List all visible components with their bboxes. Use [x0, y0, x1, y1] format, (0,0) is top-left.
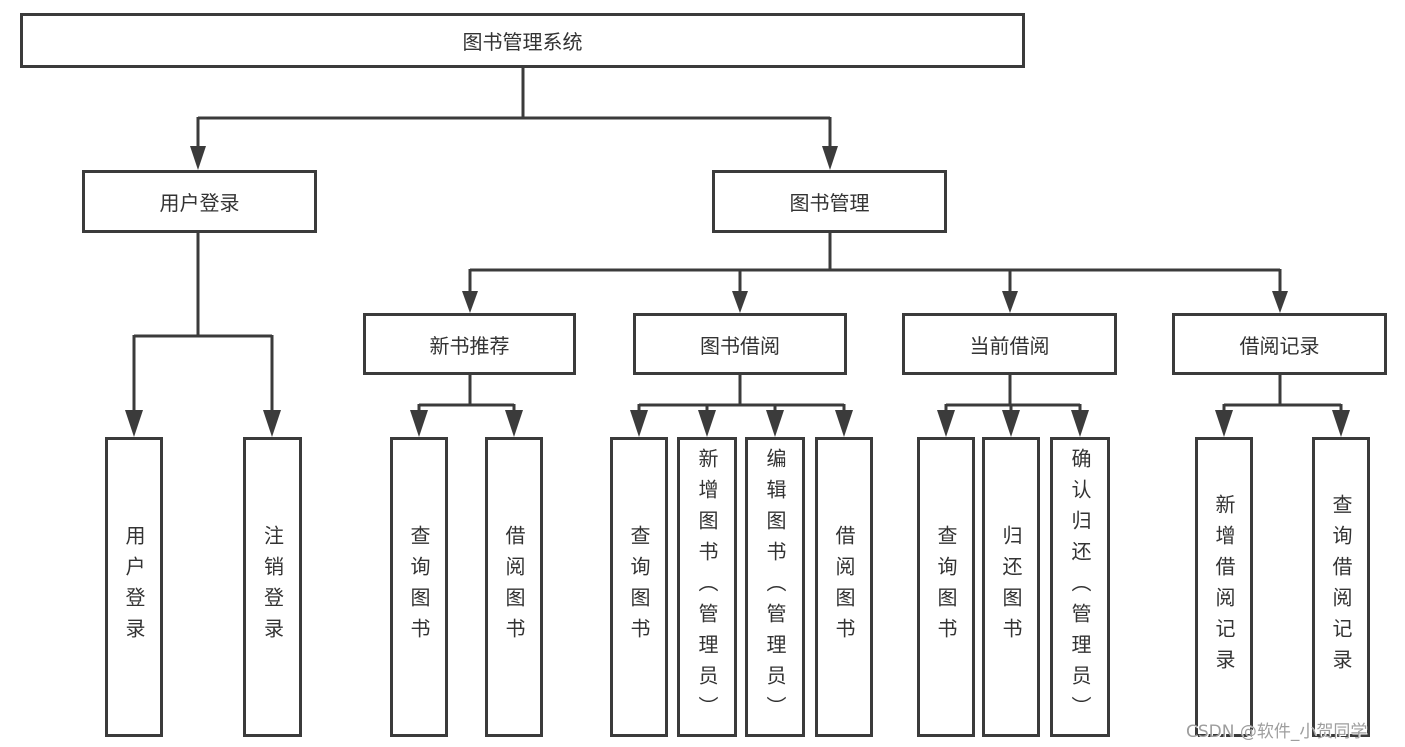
node-leaf-query-books-borrow: 查询图书: [610, 437, 668, 737]
node-user-login: 用户登录: [82, 170, 317, 233]
node-leaf-borrow-books: 借阅图书: [815, 437, 873, 737]
leaf-label: 查询图书: [934, 525, 958, 649]
node-book-borrowing: 图书借阅: [633, 313, 847, 375]
node-current-borrowing: 当前借阅: [902, 313, 1117, 375]
node-leaf-add-books-admin: 新增图书（管理员）: [677, 437, 737, 737]
leaf-label: 编辑图书（管理员）: [763, 447, 787, 727]
leaf-label: 归还图书: [999, 525, 1023, 649]
node-root-library-system: 图书管理系统: [20, 13, 1025, 68]
node-borrowing-records: 借阅记录: [1172, 313, 1387, 375]
leaf-label: 用户登录: [122, 525, 146, 649]
node-leaf-confirm-return-admin: 确认归还（管理员）: [1050, 437, 1110, 737]
node-leaf-query-books-current: 查询图书: [917, 437, 975, 737]
leaf-label: 查询借阅记录: [1329, 494, 1353, 680]
leaf-label: 借阅图书: [502, 525, 526, 649]
node-leaf-add-borrow-record: 新增借阅记录: [1195, 437, 1253, 737]
node-leaf-return-books: 归还图书: [982, 437, 1040, 737]
leaf-label: 注销登录: [260, 525, 285, 649]
node-new-book-recommendation: 新书推荐: [363, 313, 576, 375]
node-book-management: 图书管理: [712, 170, 947, 233]
leaf-label: 借阅图书: [832, 525, 856, 649]
node-leaf-edit-books-admin: 编辑图书（管理员）: [745, 437, 805, 737]
node-leaf-logout: 注销登录: [243, 437, 302, 737]
leaf-label: 确认归还（管理员）: [1068, 447, 1092, 727]
node-leaf-borrow-books-rec: 借阅图书: [485, 437, 543, 737]
leaf-label: 新增借阅记录: [1212, 494, 1236, 680]
leaf-label: 查询图书: [407, 525, 431, 649]
node-leaf-query-books-rec: 查询图书: [390, 437, 448, 737]
csdn-watermark: CSDN @软件_小贺同学: [1186, 722, 1368, 742]
node-leaf-user-login: 用户登录: [105, 437, 163, 737]
leaf-label: 新增图书（管理员）: [695, 447, 719, 727]
node-leaf-query-borrow-record: 查询借阅记录: [1312, 437, 1370, 737]
leaf-label: 查询图书: [627, 525, 651, 649]
